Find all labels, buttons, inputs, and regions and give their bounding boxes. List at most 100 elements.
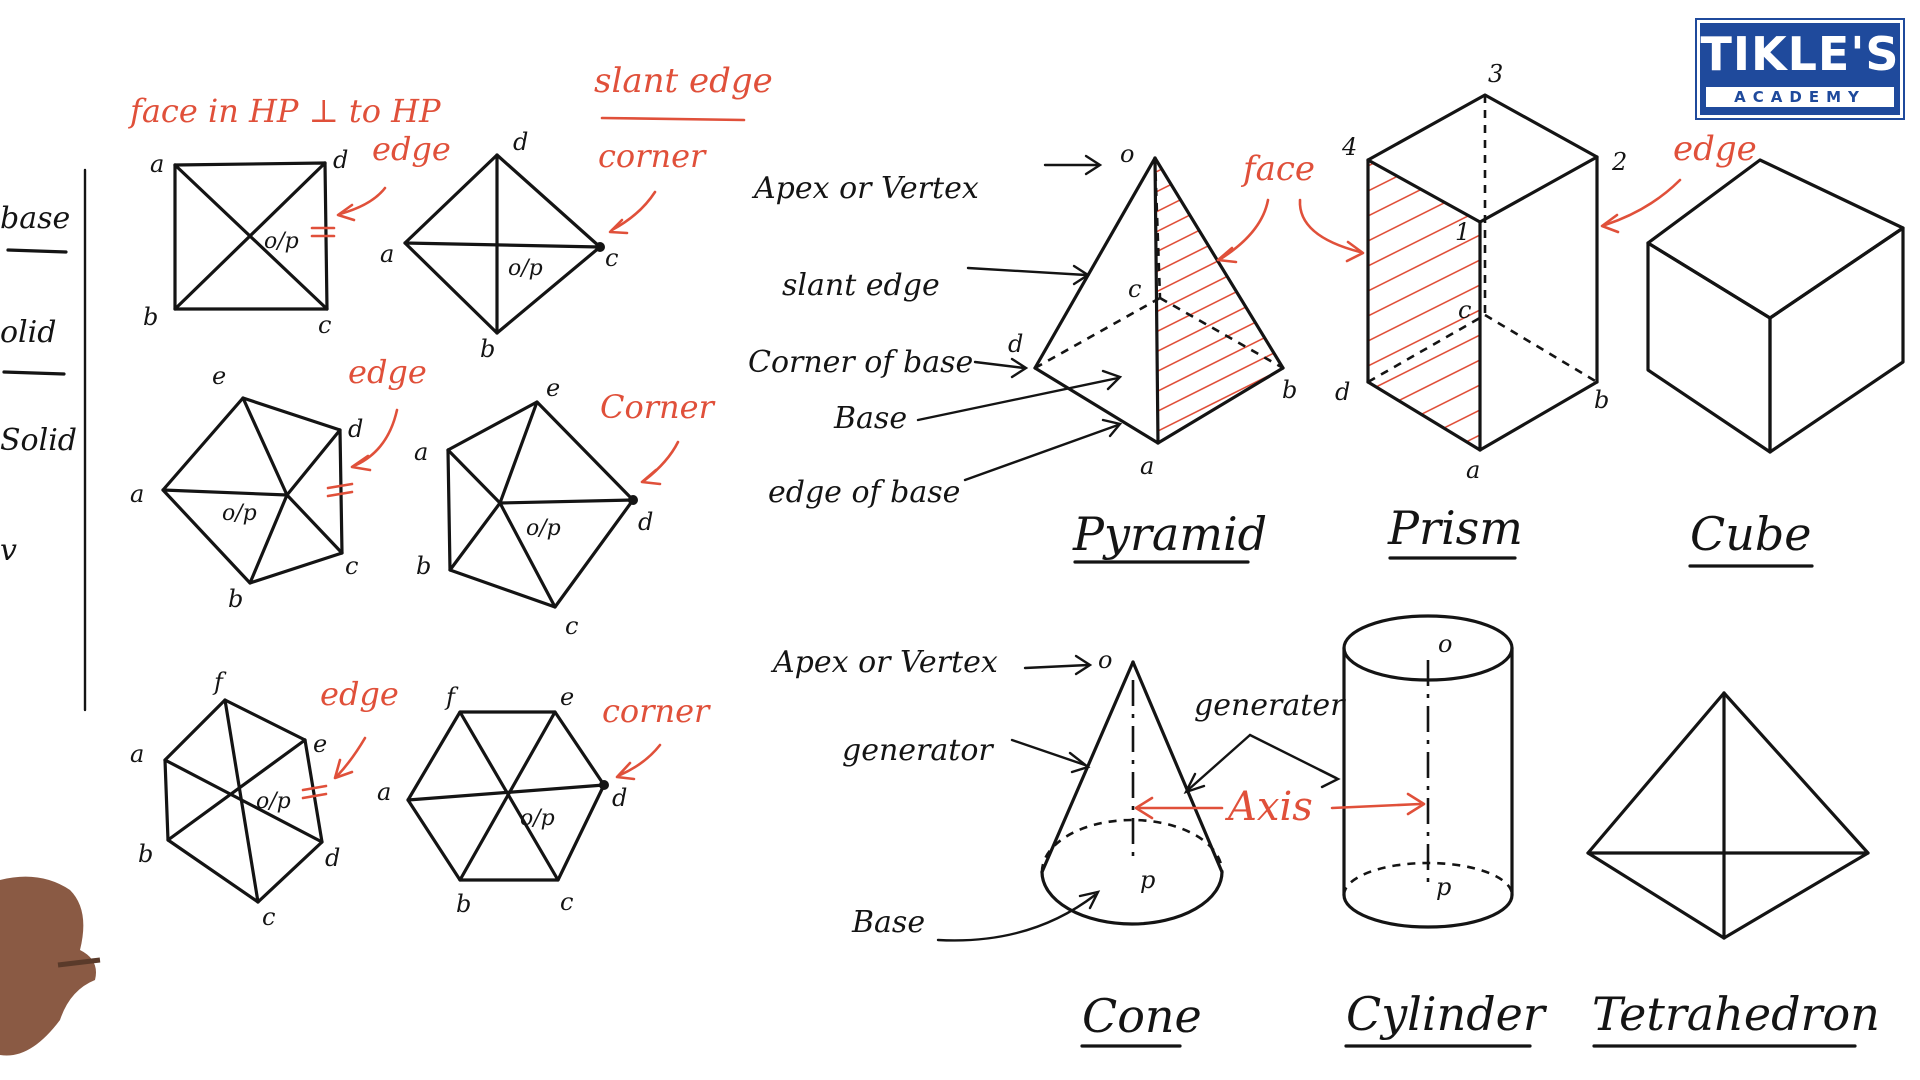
margin-item: base — [0, 201, 70, 236]
annotation: edge — [320, 675, 399, 713]
point-label: c — [1458, 296, 1471, 324]
point-label: c — [1128, 275, 1141, 303]
point-label: d — [513, 128, 528, 156]
point-label: f — [212, 668, 227, 696]
point-label: b — [456, 890, 471, 918]
point-label: o — [1098, 646, 1112, 674]
center-label: o/p — [264, 229, 299, 254]
margin-item: olid — [0, 315, 56, 350]
point-label: b — [138, 840, 153, 868]
point-label: b — [143, 303, 158, 331]
point-label: a — [150, 150, 164, 178]
point-label: 4 — [1341, 133, 1357, 161]
point-label: a — [414, 438, 428, 466]
point-label: e — [212, 362, 226, 390]
tetrahedron-figure: Tetrahedron — [1586, 691, 1880, 1048]
point-label: a — [380, 240, 394, 268]
point-label: p — [1140, 866, 1155, 894]
point-label: d — [1335, 378, 1350, 406]
apex-label: Apex or Vertex — [770, 645, 998, 680]
logo-subtitle: ACADEMY — [1706, 87, 1894, 107]
axis-label: Axis — [1224, 784, 1313, 830]
annotation: corner — [598, 137, 707, 175]
hexagon-plan-corner: f e a d b c o/p corner — [377, 683, 711, 918]
face-label: face — [1240, 149, 1315, 189]
point-label: o — [1120, 140, 1134, 168]
point-label: b — [416, 552, 431, 580]
logo-name: TIKLE'S — [1700, 27, 1900, 81]
academy-logo: TIKLE'S ACADEMY — [1697, 20, 1903, 118]
center-label: o/p — [222, 501, 257, 526]
point-label: a — [377, 778, 391, 806]
generator-label: generator — [842, 733, 994, 768]
annotation: corner — [602, 692, 711, 730]
left-margin: base olid Solid v — [0, 168, 87, 712]
point-label: b — [1282, 376, 1297, 404]
point-label: d — [348, 415, 363, 443]
apex-label: Apex or Vertex — [751, 171, 979, 206]
base-label: Base — [851, 905, 925, 940]
pyramid-title: Pyramid — [1072, 507, 1267, 561]
pentagon-plan-edge: e d a b c o/p edge — [130, 353, 427, 613]
margin-item: Solid — [0, 423, 77, 458]
point-label: c — [318, 311, 331, 339]
point-label: d — [638, 508, 653, 536]
cube-title: Cube — [1690, 507, 1812, 561]
base-label: Base — [833, 401, 907, 436]
edge-of-base-label: edge of base — [768, 475, 960, 510]
slant-edge-heading: slant edge — [594, 61, 773, 101]
generator-label: generater — [1194, 688, 1346, 723]
cone-figure: o p Apex or Vertex generator Base Cone — [770, 645, 1224, 1048]
point-label: o — [1438, 630, 1452, 658]
point-label: a — [130, 740, 144, 768]
center-label: o/p — [526, 516, 561, 541]
point-label: 2 — [1611, 148, 1627, 176]
point-label: e — [560, 683, 574, 711]
point-label: e — [313, 730, 327, 758]
square-plan-corner: d a c b o/p corner — [380, 128, 707, 363]
tetrahedron-title: Tetrahedron — [1592, 987, 1880, 1041]
point-label: d — [1008, 330, 1023, 358]
hexagon-plan-edge: f a e b d c o/p edge — [130, 668, 399, 931]
point-label: p — [1436, 873, 1451, 901]
point-label: a — [1466, 456, 1480, 484]
corner-of-base-label: Corner of base — [748, 345, 973, 380]
point-label: b — [1594, 386, 1609, 414]
margin-item: v — [0, 533, 17, 568]
prism-figure: 3 4 2 1 c d b a edge Prism — [1335, 60, 1757, 560]
point-label: a — [130, 480, 144, 508]
edge-label: edge — [1673, 129, 1757, 169]
annotation: edge — [372, 130, 451, 168]
point-label: c — [262, 903, 275, 931]
point-label: b — [228, 585, 243, 613]
pentagon-plan-corner: e a d b c o/p Corner — [414, 374, 716, 640]
center-label: o/p — [256, 789, 291, 814]
cone-title: Cone — [1082, 989, 1202, 1043]
point-label: c — [560, 888, 573, 916]
slant-edge-label: slant edge — [782, 268, 940, 303]
cylinder-title: Cylinder — [1346, 987, 1548, 1041]
annotation: edge — [348, 353, 427, 391]
point-label: a — [1140, 452, 1154, 480]
point-label: 3 — [1488, 60, 1503, 88]
plan-heading: face in HP ⊥ to HP — [128, 92, 441, 130]
point-label: c — [345, 552, 358, 580]
point-label: d — [612, 784, 627, 812]
point-label: f — [444, 683, 459, 711]
presenter-hand — [0, 876, 101, 1056]
square-plan-edge: a d b c o/p edge — [143, 130, 451, 339]
point-label: c — [565, 612, 578, 640]
point-label: d — [325, 844, 340, 872]
prism-title: Prism — [1387, 501, 1523, 555]
point-label: c — [605, 244, 618, 272]
point-label: 1 — [1455, 218, 1470, 246]
cube-figure: Cube — [1646, 158, 1905, 568]
point-label: b — [480, 335, 495, 363]
center-label: o/p — [520, 806, 555, 831]
point-label: e — [546, 374, 560, 402]
point-label: d — [333, 146, 348, 174]
annotation: Corner — [600, 388, 716, 426]
center-label: o/p — [508, 256, 543, 281]
pyramid-figure: o c d b a Apex or Vertex slant edge Corn… — [748, 140, 1365, 564]
